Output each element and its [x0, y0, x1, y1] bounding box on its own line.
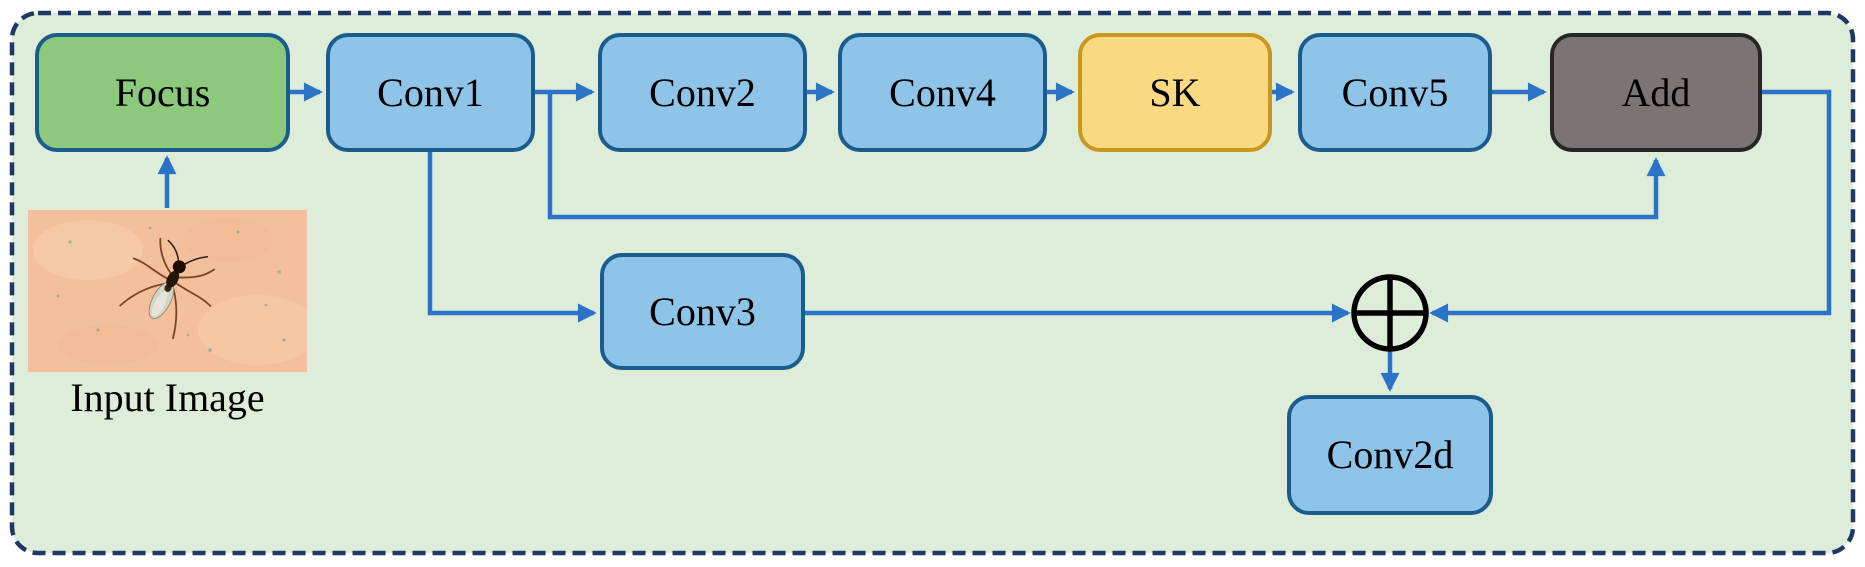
connection-arrows	[157, 82, 1832, 392]
node-conv3-label: Conv3	[649, 288, 756, 334]
edge-conv1-skip-to-add	[547, 92, 1666, 220]
insect-icon	[119, 237, 215, 340]
node-conv1: Conv1	[326, 33, 535, 152]
edge-add-to-sum	[1429, 89, 1832, 323]
node-sk: SK	[1078, 33, 1272, 152]
node-conv3: Conv3	[600, 253, 805, 370]
edge-conv1-to-conv3	[427, 152, 597, 323]
node-conv5-label: Conv5	[1341, 69, 1449, 115]
node-sk-label: SK	[1149, 69, 1201, 115]
node-conv4-label: Conv4	[889, 69, 996, 115]
node-conv1-label: Conv1	[377, 69, 484, 115]
input-image-photo	[28, 210, 318, 372]
node-conv2-label: Conv2	[649, 69, 756, 115]
node-conv2d-label: Conv2d	[1326, 432, 1454, 477]
node-conv2: Conv2	[598, 33, 807, 152]
skin-speckles	[56, 226, 286, 352]
node-focus: Focus	[35, 33, 290, 152]
node-conv4: Conv4	[838, 33, 1047, 152]
node-add-label: Add	[1621, 69, 1691, 115]
node-conv5: Conv5	[1298, 33, 1492, 152]
node-conv2d: Conv2d	[1287, 395, 1493, 515]
circled-plus-icon	[1351, 274, 1429, 352]
insect-photo-graphic	[28, 210, 318, 372]
node-focus-label: Focus	[114, 69, 211, 115]
input-image-caption: Input Image	[70, 375, 265, 420]
node-add: Add	[1550, 33, 1762, 152]
